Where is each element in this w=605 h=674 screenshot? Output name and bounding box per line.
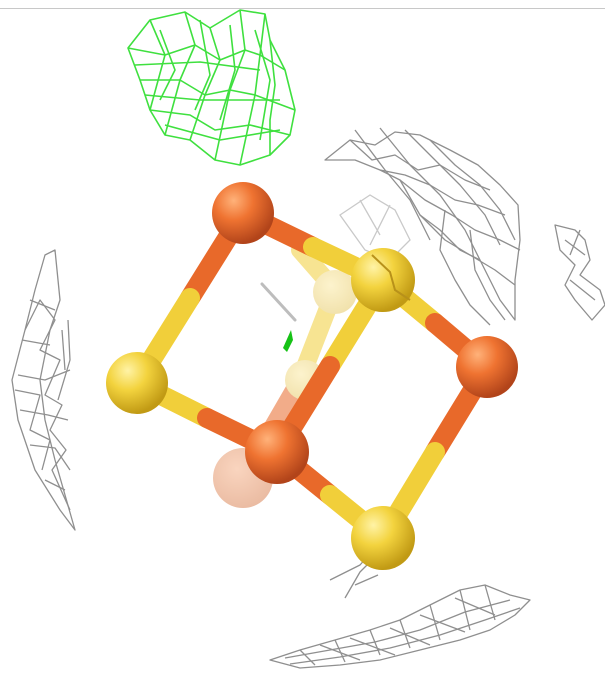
sulfur-atom-left xyxy=(106,352,168,414)
iron-atom-top-left xyxy=(212,182,274,244)
green-density-marker xyxy=(283,330,293,352)
grey-density-mesh-left xyxy=(11,249,76,531)
grey-density-mesh-upper-right xyxy=(324,127,521,326)
grey-density-mesh-bottom xyxy=(269,584,531,669)
iron-atom-front xyxy=(245,420,309,484)
grey-density-mesh-right-edge xyxy=(554,224,605,321)
green-density-mesh xyxy=(127,9,296,166)
sulfur-atom-top-right xyxy=(351,248,415,312)
iron-atom-right xyxy=(456,336,518,398)
cluster-atoms xyxy=(106,182,518,570)
grey-mesh-fragment xyxy=(260,282,297,322)
top-divider xyxy=(0,8,605,9)
sulfur-atom-crack xyxy=(371,254,411,301)
sulfur-atom-bottom xyxy=(351,506,415,570)
